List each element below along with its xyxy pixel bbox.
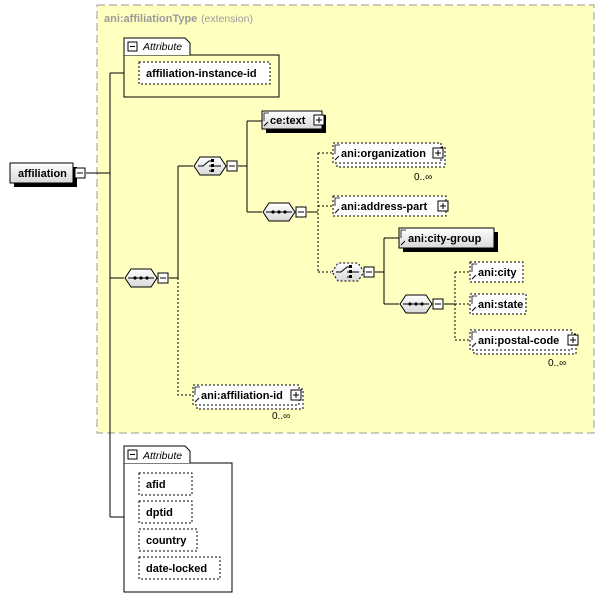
attribute-dptid[interactable]: dptid [138,500,193,524]
attribute-affiliation-instance-id[interactable]: affiliation-instance-id [138,61,271,85]
type-derivation: (extension) [201,13,253,25]
choice-compositor[interactable] [193,156,238,176]
root-element-label: affiliation [18,168,67,180]
element-ani-city-group[interactable]: ani:city-group [398,227,498,252]
type-name: ani:affiliationType [104,13,197,25]
root-element-affiliation[interactable]: affiliation [9,162,86,187]
element-label: ani:city [478,267,517,279]
element-label: ani:postal-code [478,335,559,347]
element-label: ani:city-group [408,233,482,245]
attribute-label: affiliation-instance-id [146,68,257,80]
occurrence-label: 0..∞ [414,172,432,183]
attribute-country[interactable]: country [138,528,198,552]
expand-icon[interactable] [437,200,449,212]
collapse-icon[interactable] [363,266,375,278]
element-label: ani:address-part [341,201,428,213]
element-label: ce:text [270,115,306,127]
collapse-icon[interactable] [127,41,138,52]
element-label: ani:organization [341,148,426,160]
element-ce-text[interactable]: ce:text [261,110,326,133]
collapse-icon[interactable] [295,206,307,218]
element-ani-city[interactable]: ani:city [469,261,524,283]
collapse-icon[interactable] [157,272,169,284]
attribute-header: Attribute [142,41,182,53]
attribute-label: dptid [146,507,173,519]
attribute-date-locked[interactable]: date-locked [138,556,221,580]
occurrence-label: 0..∞ [272,411,290,422]
sequence-compositor[interactable] [399,294,444,314]
attribute-group-top: Attribute affiliation-instance-id [123,37,280,98]
element-ani-organization[interactable]: ani:organization 0..∞ [332,142,446,183]
attribute-label: date-locked [146,563,207,575]
collapse-icon[interactable] [432,298,444,310]
attribute-label: afid [146,479,166,491]
connectors [86,72,470,518]
choice-compositor-optional[interactable] [331,262,375,282]
element-ani-affiliation-id[interactable]: ani:affiliation-id 0..∞ [192,384,304,422]
expand-icon[interactable] [313,114,325,126]
expand-icon[interactable] [567,334,579,346]
attribute-afid[interactable]: afid [138,472,193,496]
collapse-icon[interactable] [127,449,138,460]
expand-icon[interactable] [290,389,302,401]
element-ani-postal-code[interactable]: ani:postal-code 0..∞ [469,329,579,369]
occurrence-label: 0..∞ [548,358,566,369]
element-label: ani:affiliation-id [201,390,283,402]
attribute-header: Attribute [142,450,182,462]
attribute-label: country [146,535,187,547]
expand-icon[interactable] [432,147,444,159]
element-ani-state[interactable]: ani:state [469,293,527,315]
attribute-group-bottom: Attribute afid dptid country date-locked [123,445,233,593]
element-ani-address-part[interactable]: ani:address-part [332,195,449,217]
element-label: ani:state [478,299,523,311]
sequence-compositor[interactable] [124,268,169,288]
collapse-icon[interactable] [226,160,238,172]
collapse-icon[interactable] [74,167,86,179]
sequence-compositor[interactable] [262,202,307,222]
